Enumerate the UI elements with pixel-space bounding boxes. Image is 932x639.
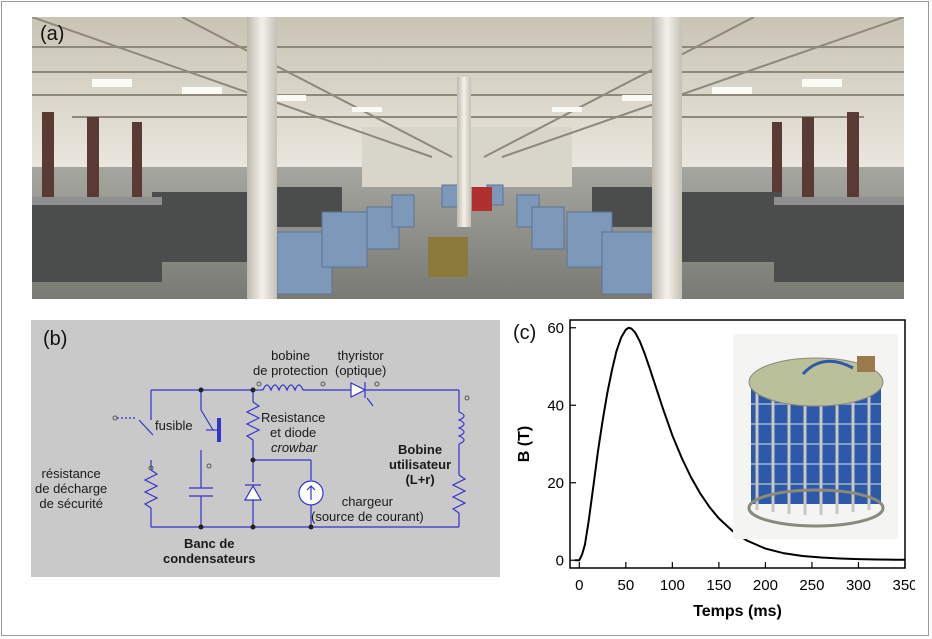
circuit-diagram: (b) bobine de protection thyristor (opti… bbox=[31, 320, 500, 577]
x-tick-label: 300 bbox=[846, 577, 871, 594]
series-line bbox=[574, 326, 906, 562]
label-resistance-diode: Resistance et diode bbox=[261, 410, 326, 440]
x-tick-label: 0 bbox=[575, 577, 583, 594]
x-tick-label: 100 bbox=[660, 577, 685, 594]
y-axis-label: B (T) bbox=[516, 426, 533, 462]
coil-inset-photo bbox=[733, 334, 898, 539]
label-chargeur: chargeur (source de courant) bbox=[311, 494, 424, 524]
plot-frame bbox=[569, 319, 906, 569]
panel-b-label: (b) bbox=[43, 328, 68, 350]
label-banc-condensateurs: Banc de condensateurs bbox=[163, 536, 256, 566]
label-fusible: fusible bbox=[155, 418, 193, 433]
panel-a-label: (a) bbox=[40, 23, 65, 45]
label-bobine-protection: bobine de protection bbox=[253, 348, 329, 378]
panel-c-label: (c) bbox=[513, 322, 537, 344]
label-crowbar: crowbar bbox=[271, 440, 318, 455]
x-axis-label: Temps (ms) bbox=[693, 603, 782, 620]
label-resistance-decharge: résistance de décharge de sécurité bbox=[35, 466, 108, 511]
x-tick-label: 50 bbox=[617, 577, 634, 594]
x-tick-label: 250 bbox=[799, 577, 824, 594]
y-tick-label: 40 bbox=[547, 397, 564, 414]
label-thyristor: thyristor (optique) bbox=[335, 348, 387, 378]
label-bobine-utilisateur: Bobine utilisateur (L+r) bbox=[389, 442, 452, 487]
x-tick-label: 200 bbox=[753, 577, 778, 594]
x-tick-label: 350 bbox=[892, 577, 915, 594]
y-tick-label: 20 bbox=[547, 475, 564, 492]
capacitor-hall-photo: (a) bbox=[32, 17, 904, 299]
y-tick-label: 0 bbox=[556, 552, 564, 569]
y-tick-label: 60 bbox=[547, 320, 564, 337]
x-tick-label: 150 bbox=[706, 577, 731, 594]
